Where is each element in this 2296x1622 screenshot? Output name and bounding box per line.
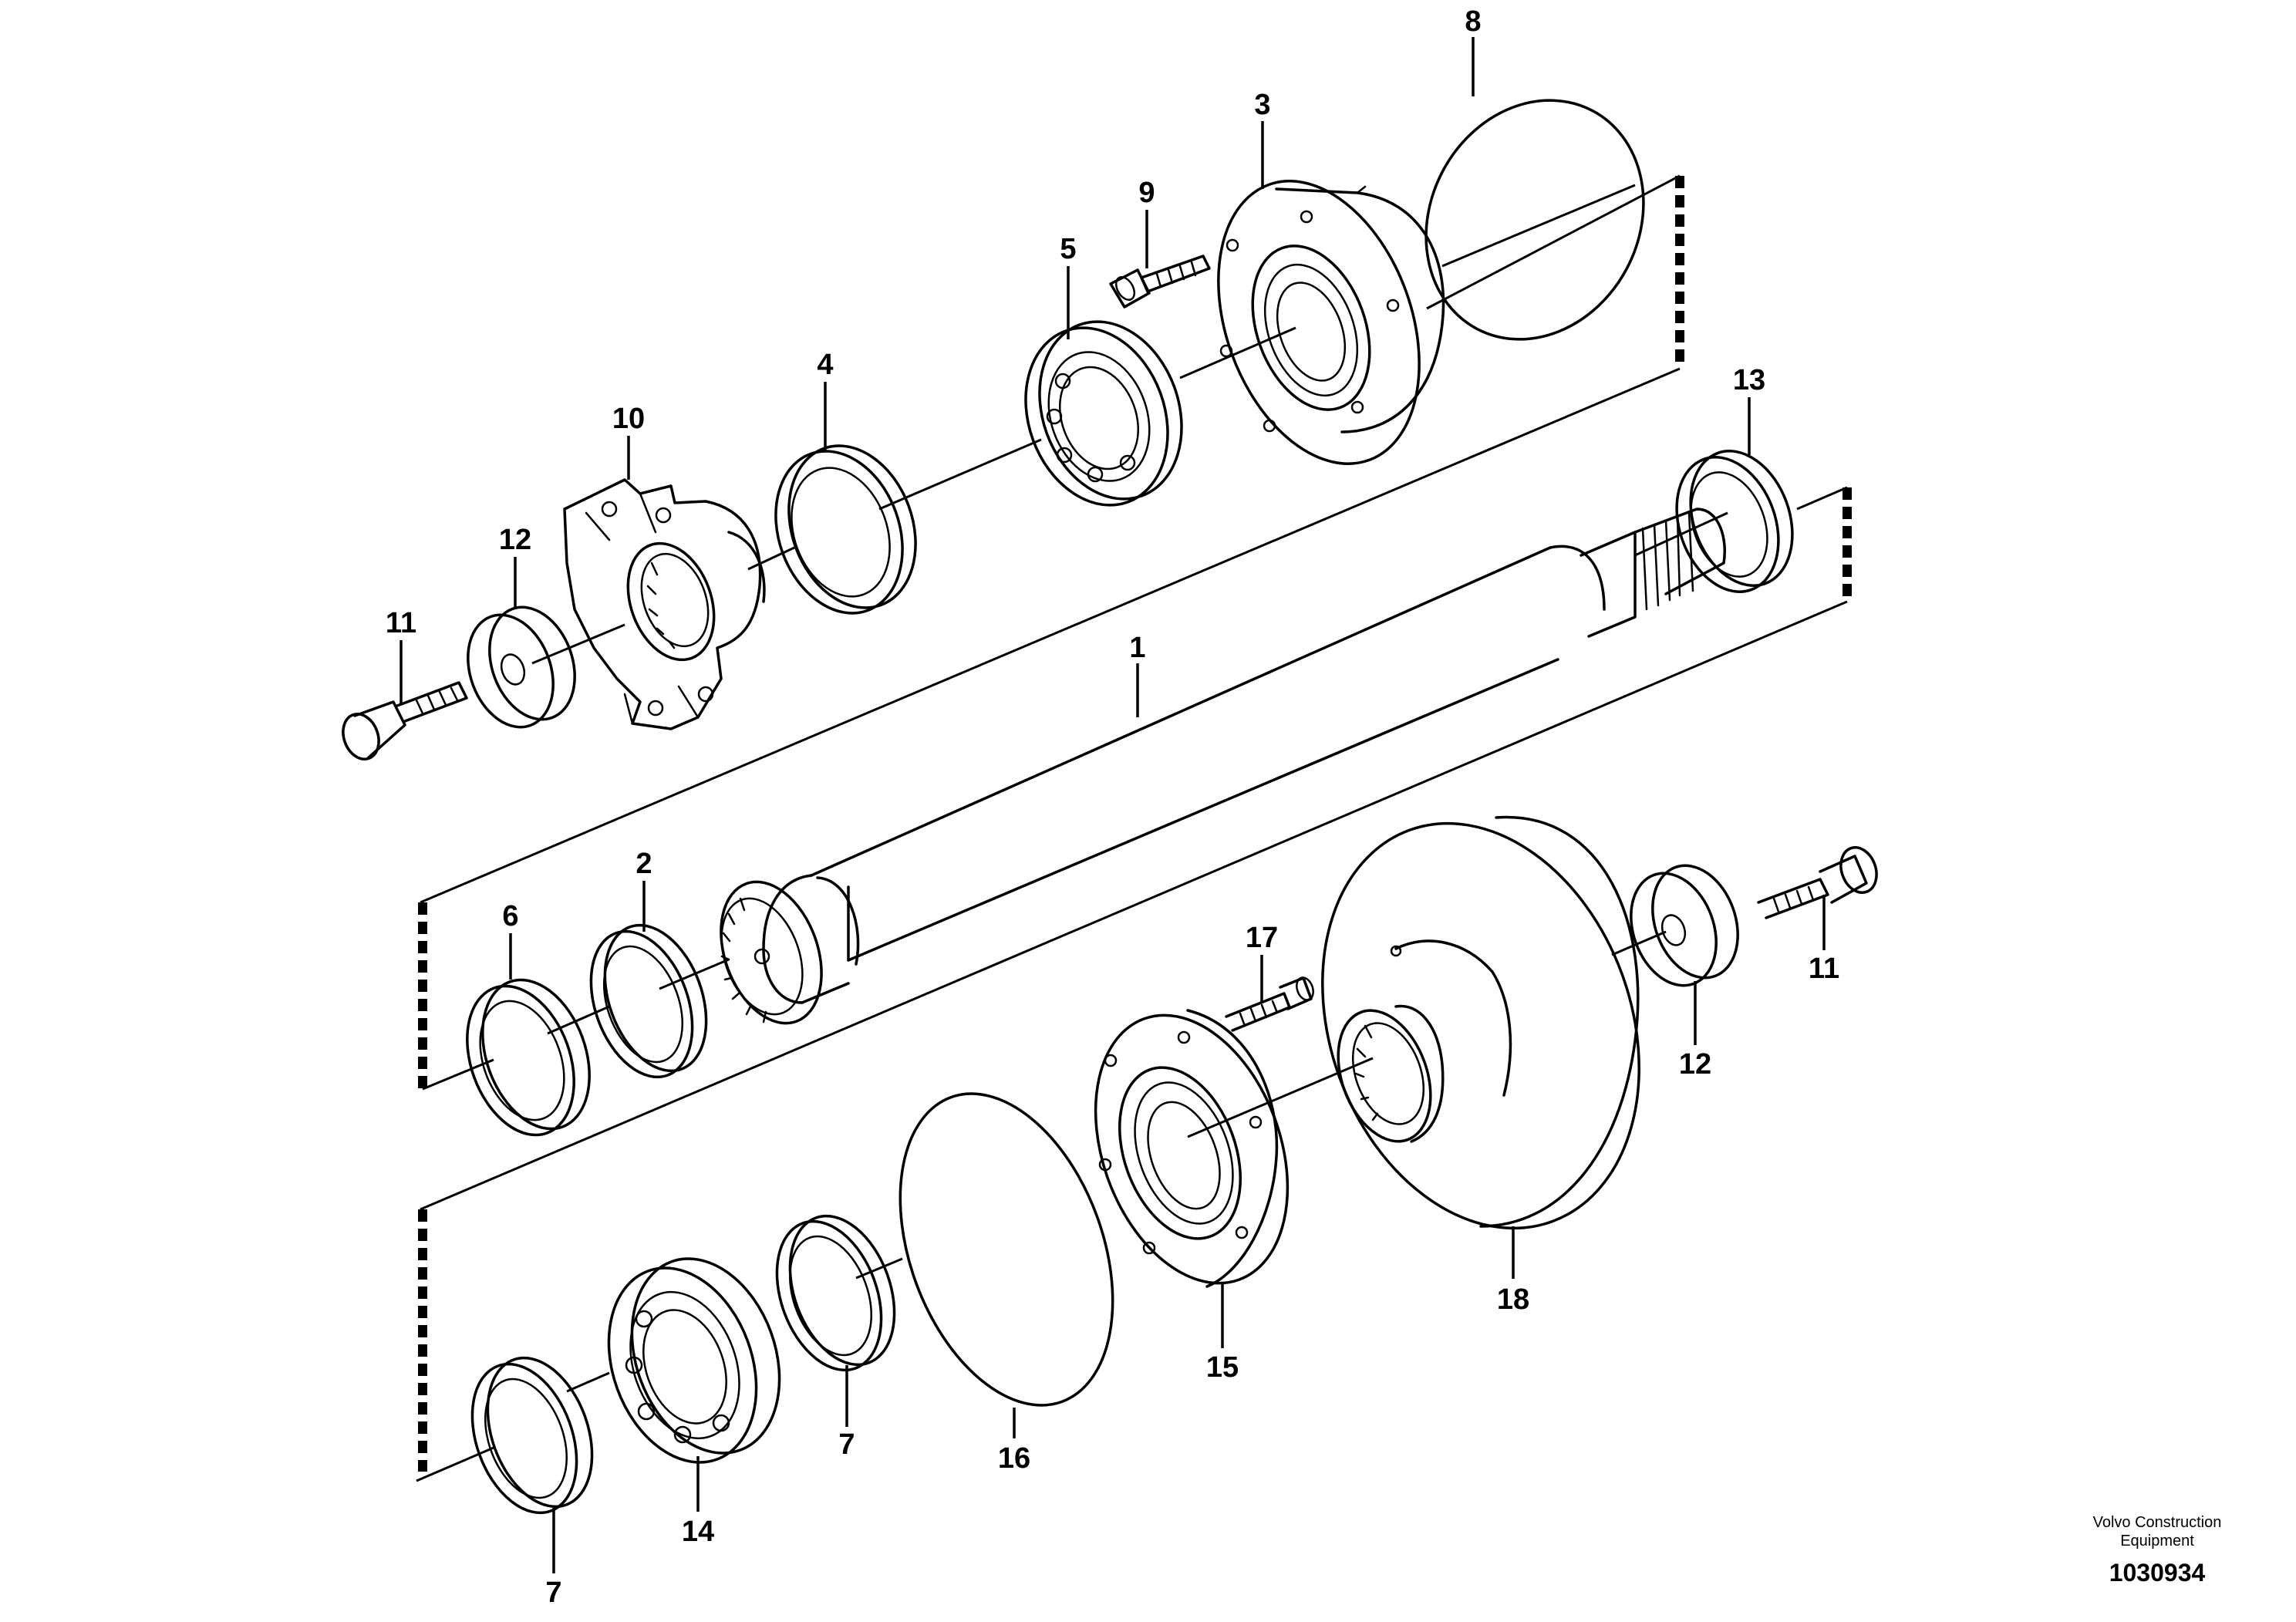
part-2-seal-ring <box>589 923 708 1079</box>
part-13-seal-ring <box>1675 450 1794 593</box>
part-10-yoke <box>563 478 766 730</box>
callout-12-top: 12 <box>499 524 531 556</box>
callout-11-top: 11 <box>386 607 416 639</box>
part-7-seal-ring-left <box>470 1356 594 1515</box>
part-4-seal-ring <box>774 444 917 615</box>
callout-16: 16 <box>998 1442 1030 1475</box>
callout-18: 18 <box>1497 1283 1529 1316</box>
footer-block: Volvo Construction Equipment 1030934 <box>2093 1514 2222 1587</box>
part-18-brake-disc <box>1321 815 1640 1230</box>
callout-labels: 1 2 3 4 5 6 7 7 8 9 10 11 11 12 12 13 14… <box>386 5 1839 1609</box>
callout-4: 4 <box>817 349 833 381</box>
callout-13: 13 <box>1733 364 1765 396</box>
part-11-bolt-top <box>342 681 468 760</box>
callout-3: 3 <box>1254 89 1270 121</box>
part-5-ball-bearing <box>1024 320 1183 507</box>
part-8-o-ring <box>1424 99 1645 341</box>
part-14-ball-bearing <box>607 1257 781 1464</box>
callout-11-right: 11 <box>1809 953 1839 985</box>
leader-lines <box>400 37 1826 1573</box>
phantom-frame <box>418 174 1852 1472</box>
part-16-o-ring <box>899 1092 1114 1407</box>
part-12-washer-top <box>467 605 576 729</box>
part-11-bolt-right <box>1757 846 1878 919</box>
callout-9: 9 <box>1138 177 1155 209</box>
part-6-seal-ring <box>466 978 591 1137</box>
callout-1: 1 <box>1129 632 1145 664</box>
brand-line-2: Equipment <box>2120 1533 2194 1549</box>
callout-8: 8 <box>1465 5 1481 38</box>
callout-14: 14 <box>682 1516 714 1548</box>
callout-5: 5 <box>1060 233 1076 265</box>
callout-17: 17 <box>1246 922 1278 954</box>
callout-7-mid: 7 <box>838 1428 855 1461</box>
part-1-shaft <box>720 508 1726 1025</box>
drawing-number: 1030934 <box>2109 1559 2206 1587</box>
part-15-bearing-housing <box>1094 1009 1290 1288</box>
part-17-bolt <box>1225 976 1314 1032</box>
callout-15: 15 <box>1206 1351 1239 1384</box>
center-axis <box>416 184 1728 1482</box>
callout-7-left: 7 <box>545 1576 561 1609</box>
brand-line-1: Volvo Construction <box>2093 1514 2222 1531</box>
callout-6: 6 <box>502 900 518 932</box>
part-3-bearing-housing <box>1217 180 1445 465</box>
callout-12-right: 12 <box>1679 1048 1711 1081</box>
callout-2: 2 <box>636 848 652 880</box>
callout-10: 10 <box>612 403 645 435</box>
part-12-washer-right <box>1630 864 1739 987</box>
part-7-seal-ring-mid <box>775 1214 896 1372</box>
part-9-bolt <box>1109 255 1211 309</box>
